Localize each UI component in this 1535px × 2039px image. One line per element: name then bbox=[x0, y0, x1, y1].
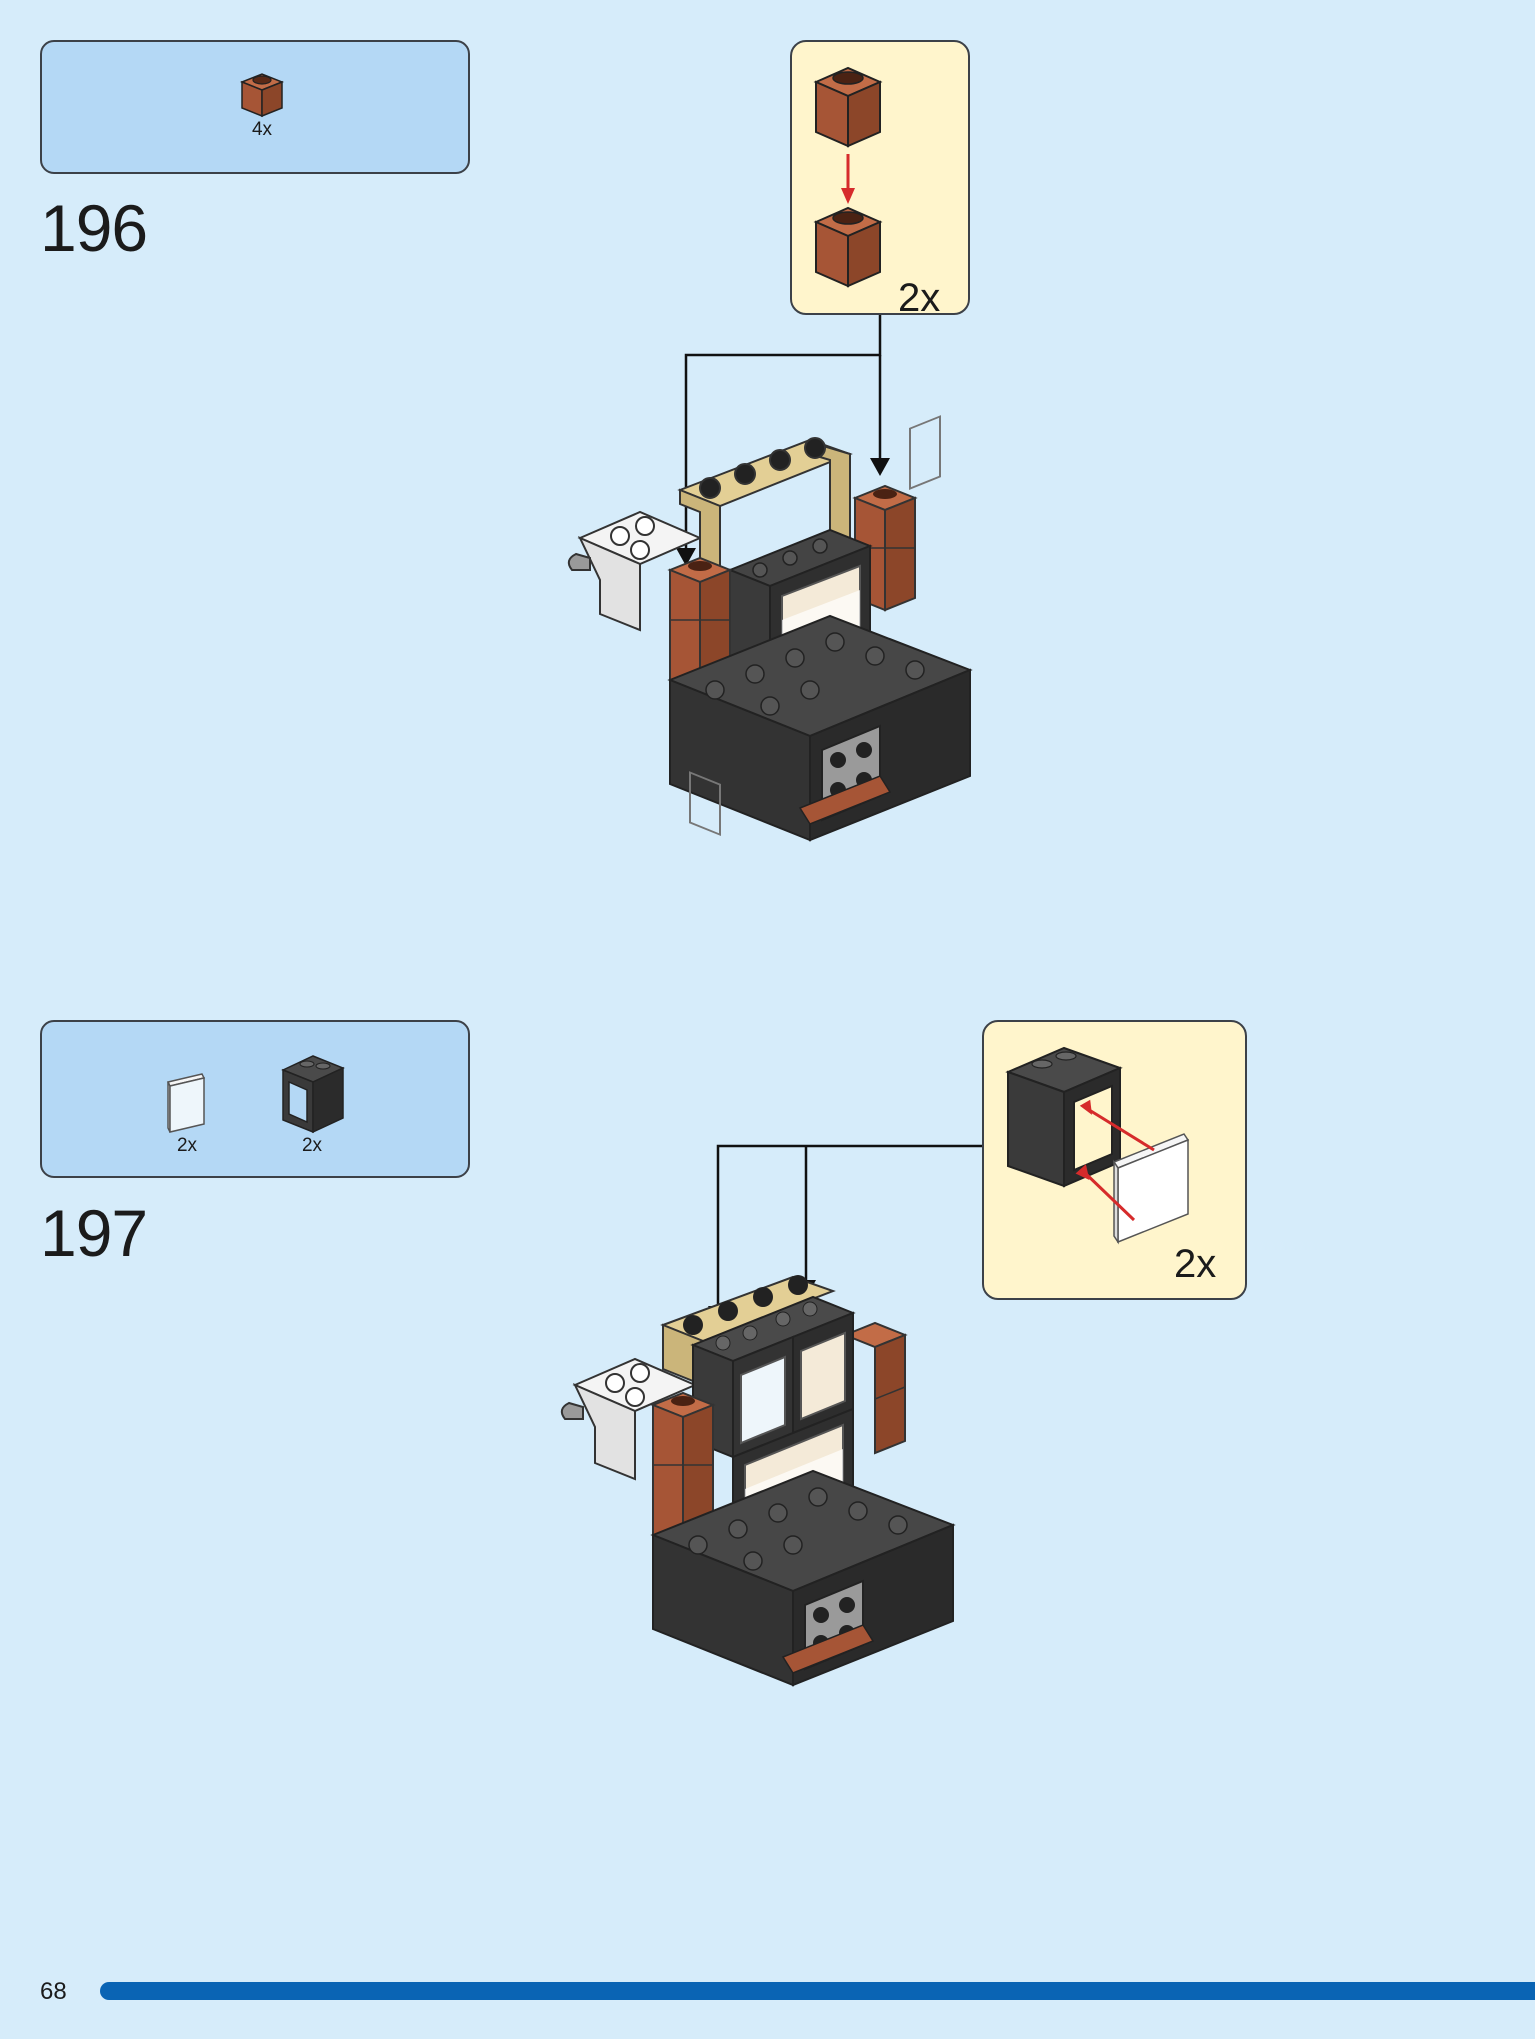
model-196 bbox=[567, 415, 973, 842]
brick-1x1-icon bbox=[813, 66, 883, 148]
black-base bbox=[650, 1469, 956, 1687]
window-glass-icon bbox=[166, 1073, 206, 1133]
tan-arch bbox=[677, 437, 853, 571]
arrow-left-icon bbox=[1075, 1099, 1155, 1222]
brown-column-right bbox=[842, 1321, 908, 1455]
part-qty: 2x bbox=[301, 1135, 323, 1156]
white-plate bbox=[567, 510, 703, 632]
callout-qty: 2x bbox=[898, 276, 941, 320]
part-brick-1x1: 4x bbox=[232, 70, 292, 140]
window-frame-icon bbox=[1005, 1046, 1123, 1188]
brick-1x1-icon bbox=[813, 206, 883, 288]
white-plate bbox=[560, 1357, 698, 1481]
window-glass-icon bbox=[1112, 1133, 1190, 1245]
part-window-frame: 2x bbox=[272, 1050, 352, 1156]
step-number-196: 196 bbox=[40, 191, 148, 265]
callout-197: 2x bbox=[982, 1020, 1247, 1300]
callout-196-art bbox=[813, 66, 883, 288]
callout-197-art bbox=[1005, 1046, 1190, 1245]
part-qty: 4x bbox=[251, 119, 273, 140]
step-number-197: 197 bbox=[40, 1196, 148, 1270]
callout-196: 2x bbox=[790, 40, 970, 320]
part-window-glass: 2x bbox=[152, 1072, 222, 1156]
arrow-down-icon bbox=[841, 154, 855, 204]
black-base bbox=[667, 415, 973, 842]
window-frame-icon bbox=[281, 1055, 345, 1134]
part-qty: 2x bbox=[176, 1135, 198, 1156]
brown-column-left bbox=[650, 1391, 716, 1641]
brick-1x1-icon bbox=[239, 73, 285, 118]
parts-list-197: 2x 2x bbox=[40, 1020, 470, 1178]
callout-qty: 2x bbox=[1174, 1242, 1217, 1286]
page-progress-bar bbox=[100, 1982, 1535, 2000]
parts-list-196: 4x bbox=[40, 40, 470, 174]
model-197 bbox=[560, 1275, 956, 1687]
page-number: 68 bbox=[40, 1978, 67, 2005]
